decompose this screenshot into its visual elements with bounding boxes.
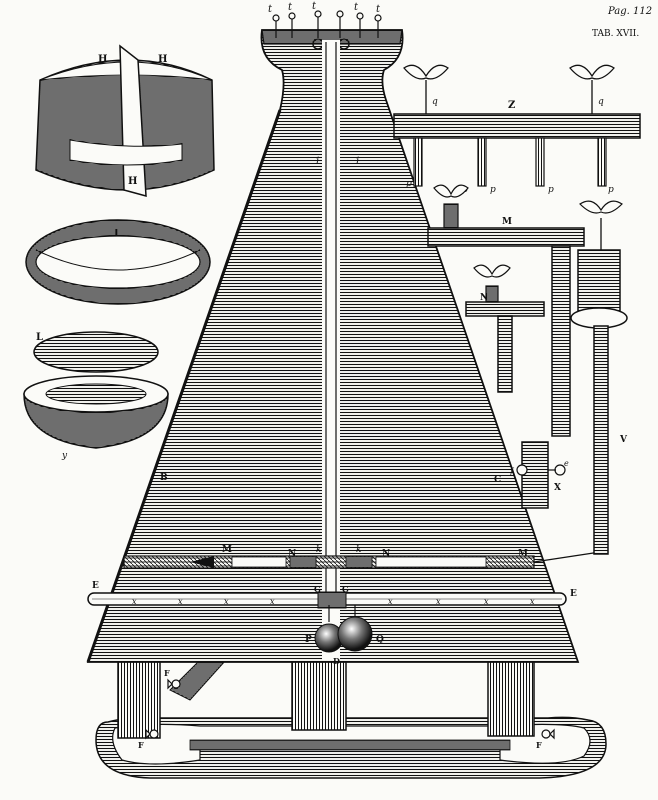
- label-x-6: x: [436, 597, 441, 606]
- post-detail-V: [570, 200, 628, 555]
- label-X: X: [554, 483, 561, 493]
- label-H-left: H: [98, 54, 107, 65]
- bar-M-N: [123, 551, 601, 569]
- suspension-wires: [322, 40, 340, 660]
- label-B: B: [160, 473, 168, 483]
- label-F-b: F: [138, 740, 144, 750]
- bracket-detail-M: [427, 184, 585, 437]
- label-t-2: t: [288, 2, 293, 13]
- label-p-2: p: [490, 185, 496, 195]
- label-p-3: p: [548, 185, 554, 195]
- label-y: y: [61, 451, 68, 461]
- label-M-bracket: M: [502, 217, 512, 227]
- label-I: I: [114, 228, 119, 239]
- label-q-right: q: [598, 97, 604, 107]
- label-G-right: G: [342, 584, 349, 594]
- tuning-pegs: [272, 10, 382, 50]
- label-M-left: M: [222, 545, 232, 555]
- label-p-1: p: [406, 179, 412, 189]
- label-D: D: [333, 656, 340, 666]
- label-Q: Q: [376, 635, 384, 645]
- label-x-1: x: [132, 597, 137, 606]
- label-N-left: N: [288, 549, 296, 559]
- label-x-3: x: [224, 597, 229, 606]
- label-k-right: k: [356, 545, 361, 555]
- table-legs: [117, 657, 535, 739]
- label-k-left: k: [316, 545, 321, 555]
- label-F-c: F: [536, 740, 542, 750]
- label-Z: Z: [508, 100, 515, 111]
- ring-detail-I: [25, 219, 211, 305]
- label-V: V: [619, 435, 628, 445]
- page-reference: Pag. 112: [607, 6, 652, 17]
- pendulum-balls: [314, 605, 373, 653]
- bracket-detail-N: [465, 264, 545, 393]
- rod-E-E: [87, 591, 567, 609]
- label-H-right: H: [158, 54, 167, 65]
- label-N-bracket: N: [480, 293, 488, 303]
- label-E-left: E: [92, 581, 99, 591]
- label-t-5: t: [376, 4, 381, 15]
- label-H-lower: H: [128, 176, 137, 187]
- block-detail-X: [516, 441, 566, 509]
- label-G-left: G: [314, 584, 321, 594]
- label-F-a: F: [164, 668, 170, 678]
- label-t-3: t: [312, 1, 317, 12]
- label-e: e: [564, 459, 569, 468]
- label-p-4: p: [608, 185, 614, 195]
- coil-detail-H: [35, 44, 215, 197]
- base-platform: [95, 716, 607, 779]
- label-t-1: t: [268, 4, 273, 15]
- base-screws: [145, 678, 555, 740]
- bar-detail-Z: [393, 64, 641, 187]
- label-N-right: N: [382, 549, 390, 559]
- label-C: C: [494, 475, 501, 485]
- label-t-4: t: [354, 2, 359, 13]
- label-M-right: M: [518, 549, 528, 559]
- label-f: f: [509, 467, 515, 476]
- label-P: P: [305, 635, 312, 645]
- label-E-right: E: [570, 589, 577, 599]
- plate-number: TAB. XVII.: [592, 29, 639, 39]
- label-i-right: i: [356, 156, 359, 167]
- label-x-5: x: [388, 597, 393, 606]
- label-x-4: x: [270, 597, 275, 606]
- cap-detail-L: [23, 331, 169, 449]
- label-x-7: x: [484, 597, 489, 606]
- label-L: L: [36, 332, 43, 343]
- label-q-left: q: [432, 97, 438, 107]
- label-i-left: i: [316, 156, 319, 167]
- label-x-8: x: [530, 597, 535, 606]
- label-x-2: x: [178, 597, 183, 606]
